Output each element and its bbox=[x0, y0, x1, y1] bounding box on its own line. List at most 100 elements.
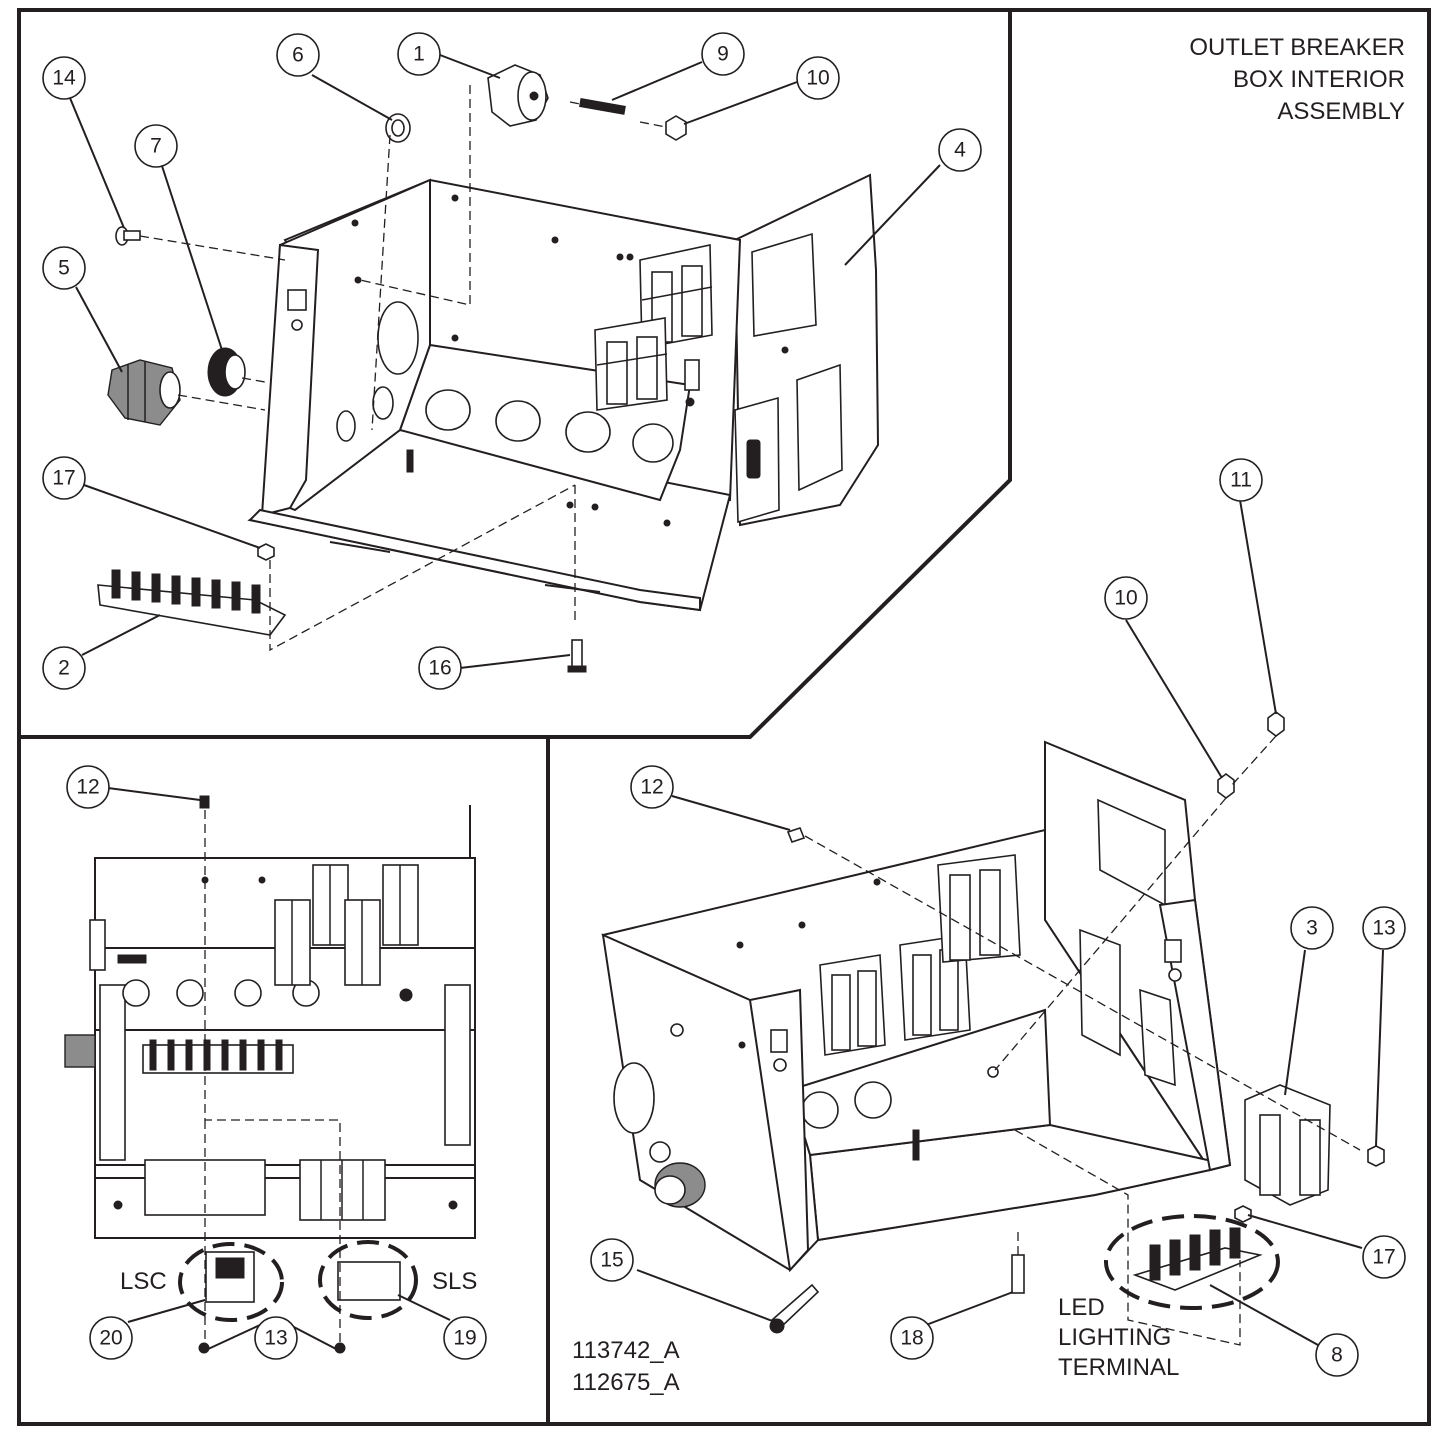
callout-2-text: 2 bbox=[58, 657, 70, 680]
led-label-line-2: LIGHTING bbox=[1058, 1324, 1171, 1351]
bottom-right-view bbox=[601, 711, 1385, 1346]
toggle-switch-lever bbox=[746, 439, 761, 479]
callout-15: 15 bbox=[590, 1238, 634, 1282]
title-line-3: ASSEMBLY bbox=[1277, 98, 1405, 125]
callout-18-text: 18 bbox=[900, 1327, 923, 1350]
tv-terminal-strip bbox=[142, 1044, 294, 1074]
callout-9: 9 bbox=[701, 32, 745, 76]
callout-3-text: 3 bbox=[1306, 917, 1318, 940]
left-side-large-hole bbox=[377, 301, 419, 375]
br-screw-15 bbox=[769, 1283, 820, 1334]
breaker-pair-bottom bbox=[594, 317, 668, 411]
callout-14: 14 bbox=[42, 56, 86, 100]
callout-13-left-text: 13 bbox=[264, 1327, 287, 1350]
title-line-1: OUTLET BREAKER bbox=[1189, 34, 1405, 61]
part-terminal-strip bbox=[97, 569, 287, 636]
callout-14-text: 14 bbox=[52, 67, 76, 90]
led-label-line-1: LED bbox=[1058, 1294, 1105, 1321]
part-hex-nut-top bbox=[665, 115, 687, 141]
callout-12-left: 12 bbox=[66, 765, 110, 809]
callout-20: 20 bbox=[89, 1316, 133, 1360]
part-rivet bbox=[115, 226, 141, 246]
br-left-hole bbox=[613, 1062, 655, 1134]
br-hole-1 bbox=[801, 1091, 839, 1129]
callout-6-text: 6 bbox=[292, 44, 304, 67]
top-view-hole-0 bbox=[122, 979, 150, 1007]
document-numbers: 113742_A 112675_A bbox=[572, 1337, 680, 1396]
sls-label: SLS bbox=[432, 1268, 477, 1295]
callout-12-right: 12 bbox=[630, 765, 674, 809]
small-receptacle bbox=[684, 359, 700, 391]
callout-19: 19 bbox=[443, 1316, 487, 1360]
br-nut-17 bbox=[1234, 1205, 1252, 1223]
flange-slot bbox=[287, 289, 307, 311]
callout-15-text: 15 bbox=[600, 1249, 623, 1272]
callout-5-text: 5 bbox=[58, 257, 70, 280]
callout-5: 5 bbox=[42, 246, 86, 290]
callout-8: 8 bbox=[1315, 1333, 1359, 1377]
callout-11: 11 bbox=[1219, 458, 1263, 502]
callout-6: 6 bbox=[276, 33, 320, 77]
part-cable-gland bbox=[107, 359, 181, 426]
callout-1: 1 bbox=[397, 32, 441, 76]
callout-17-right-text: 17 bbox=[1372, 1246, 1395, 1269]
callouts-top-panel: 6 1 9 10 14 7 4 5 17 2 16 bbox=[42, 32, 982, 690]
left-side-hole-b bbox=[372, 386, 394, 420]
callout-16-text: 16 bbox=[428, 657, 451, 680]
callout-18: 18 bbox=[890, 1316, 934, 1360]
part-grommet bbox=[207, 347, 246, 397]
right-panel-cutout-bottom bbox=[796, 363, 843, 492]
knockout-hole-4 bbox=[632, 423, 674, 463]
flange-hole bbox=[291, 319, 303, 331]
led-label-group: LED LIGHTING TERMINAL bbox=[1058, 1294, 1179, 1381]
br-right-flange bbox=[1158, 898, 1232, 1172]
callout-20-text: 20 bbox=[99, 1327, 122, 1350]
left-rail bbox=[99, 984, 126, 1161]
callout-13-left: 13 bbox=[254, 1316, 298, 1360]
sls-dashed-circle bbox=[318, 1240, 418, 1320]
br-screw-18 bbox=[1011, 1254, 1025, 1294]
callout-4-text: 4 bbox=[954, 139, 966, 162]
callout-17-top-text: 17 bbox=[52, 467, 75, 490]
callout-10-top: 10 bbox=[796, 56, 840, 100]
br-nut-13 bbox=[1367, 1145, 1385, 1167]
lsc-dashed-circle bbox=[178, 1242, 284, 1322]
top-exploded-view bbox=[97, 64, 880, 673]
tv-bushing bbox=[89, 919, 106, 971]
callout-17-top: 17 bbox=[42, 456, 86, 500]
callout-7: 7 bbox=[134, 124, 178, 168]
callout-9-text: 9 bbox=[717, 43, 729, 66]
sls-label-group: SLS bbox=[432, 1268, 477, 1295]
knockout-hole-3 bbox=[565, 411, 611, 453]
left-flange bbox=[260, 243, 320, 517]
br-breaker-3 bbox=[937, 854, 1021, 963]
callout-11-text: 11 bbox=[1230, 469, 1252, 492]
floor-stud bbox=[406, 449, 414, 473]
tv-stud bbox=[117, 954, 147, 964]
br-nut-10 bbox=[1217, 773, 1235, 799]
led-dashed-circle bbox=[1104, 1214, 1280, 1310]
right-panel-cutout-top bbox=[751, 232, 817, 337]
callout-12-left-text: 12 bbox=[76, 776, 99, 799]
part-screw-bottom bbox=[567, 639, 587, 673]
callout-3: 3 bbox=[1290, 906, 1334, 950]
br-cutout-2 bbox=[1139, 988, 1176, 1087]
br-breaker-1 bbox=[819, 954, 886, 1056]
doc-number-1: 113742_A bbox=[572, 1337, 680, 1364]
callout-19-text: 19 bbox=[453, 1327, 476, 1350]
callout-leaders bbox=[69, 54, 1384, 1351]
br-floor-stud bbox=[912, 1129, 920, 1161]
tv-cable-gland bbox=[64, 1034, 96, 1068]
front-lip bbox=[247, 508, 701, 612]
part-lock-nut bbox=[385, 113, 411, 143]
callout-13-right-text: 13 bbox=[1372, 917, 1395, 940]
top-view-hole-2 bbox=[234, 979, 262, 1007]
lsc-label: LSC bbox=[120, 1268, 167, 1295]
sls-component bbox=[337, 1261, 401, 1301]
callout-7-text: 7 bbox=[150, 135, 162, 158]
assembly-title: OUTLET BREAKER BOX INTERIOR ASSEMBLY bbox=[1189, 34, 1405, 125]
callouts-bottom-left-panel: 12 20 13 19 bbox=[66, 765, 487, 1360]
part-bushing bbox=[487, 64, 549, 127]
callout-4: 4 bbox=[938, 128, 982, 172]
led-label-line-3: TERMINAL bbox=[1058, 1354, 1179, 1381]
